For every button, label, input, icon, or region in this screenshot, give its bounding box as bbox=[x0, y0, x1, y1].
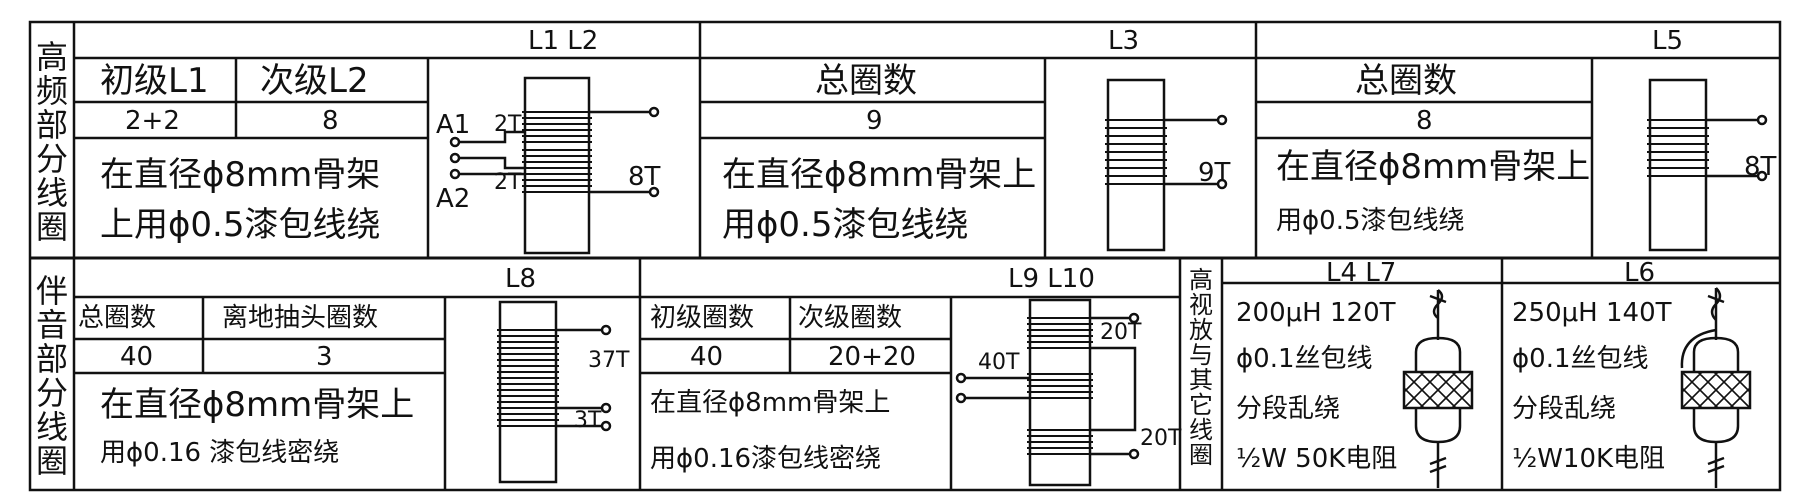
label-a2: A2 bbox=[436, 184, 471, 214]
col-total-l3: 总圈数 bbox=[815, 61, 917, 101]
side-label-hf: 高频 部分 线圈 bbox=[35, 38, 68, 246]
col-primary-l1: 初级L1 bbox=[100, 61, 209, 101]
header-l1l2: L1 L2 bbox=[528, 26, 599, 56]
turns-sec-top-l10: 20T bbox=[1100, 320, 1142, 345]
header-l5: L5 bbox=[1652, 26, 1684, 56]
note-l5-line1: 在直径ϕ8mm骨架上 bbox=[1276, 147, 1591, 187]
side-label-video: 高视 放与 其它 线圈 bbox=[1189, 266, 1213, 469]
turns-l3: 9T bbox=[1198, 158, 1231, 188]
val-primary-l1: 2+2 bbox=[125, 106, 180, 136]
header-l4l7: L4 L7 bbox=[1326, 258, 1397, 288]
note-l1l2-line2: 上用ϕ0.5漆包线绕 bbox=[100, 205, 381, 245]
header-l6: L6 bbox=[1624, 258, 1656, 288]
note-l8-line1: 在直径ϕ8mm骨架上 bbox=[100, 385, 415, 425]
col-secondary-l10: 次级圈数 bbox=[798, 303, 903, 333]
turns-bottom-l8: 3T bbox=[574, 408, 602, 433]
val-secondary-l2: 8 bbox=[322, 106, 339, 136]
l4l7-line3: 分段乱绕 bbox=[1236, 394, 1341, 424]
l4l7-line1: 200μH 120T bbox=[1236, 298, 1396, 328]
coil-diagram-l3 bbox=[1105, 78, 1228, 252]
l6-line4: ½W10K电阻 bbox=[1512, 444, 1666, 474]
turns-a1: 2T bbox=[494, 112, 522, 137]
turns-sec-bottom-l10: 20T bbox=[1140, 426, 1182, 451]
note-l1l2-line1: 在直径ϕ8mm骨架 bbox=[100, 155, 381, 195]
l6-line1: 250μH 140T bbox=[1512, 298, 1672, 328]
val-primary-l9: 40 bbox=[690, 342, 724, 372]
col-total-l8: 总圈数 bbox=[78, 303, 157, 333]
resistor-coil-l4l7 bbox=[1402, 289, 1474, 488]
coil-diagram-l1l2 bbox=[449, 76, 660, 255]
note-l9l10-line2: 用ϕ0.16漆包线密绕 bbox=[650, 444, 882, 474]
turns-primary-l9: 40T bbox=[978, 350, 1020, 375]
header-l3: L3 bbox=[1108, 26, 1140, 56]
l4l7-line2: ϕ0.1丝包线 bbox=[1236, 344, 1373, 374]
note-l9l10-line1: 在直径ϕ8mm骨架上 bbox=[650, 388, 891, 418]
side-label-audio: 伴音 部分 线圈 bbox=[35, 272, 68, 480]
turns-l5: 8T bbox=[1744, 152, 1777, 182]
coil-diagram-l9l10 bbox=[955, 298, 1140, 487]
turns-a2: 2T bbox=[494, 170, 522, 195]
table-frame bbox=[28, 20, 1782, 492]
col-total-l5: 总圈数 bbox=[1355, 61, 1457, 101]
turns-sec-l2: 8T bbox=[628, 162, 661, 192]
coil-diagram-l8 bbox=[497, 300, 612, 484]
val-tap-l8: 3 bbox=[316, 342, 333, 372]
coil-diagram-l5 bbox=[1647, 78, 1768, 252]
header-l9l10: L9 L10 bbox=[1008, 264, 1095, 294]
label-a1: A1 bbox=[436, 110, 471, 140]
note-l8-line2: 用ϕ0.16 漆包线密绕 bbox=[100, 438, 340, 468]
header-l8: L8 bbox=[505, 264, 537, 294]
val-secondary-l10: 20+20 bbox=[828, 342, 916, 372]
l4l7-line4: ½W 50K电阻 bbox=[1236, 444, 1398, 474]
l6-line2: ϕ0.1丝包线 bbox=[1512, 344, 1649, 374]
val-total-l5: 8 bbox=[1416, 106, 1433, 136]
note-l3-line1: 在直径ϕ8mm骨架上 bbox=[722, 155, 1037, 195]
note-l3-line2: 用ϕ0.5漆包线绕 bbox=[722, 205, 969, 245]
col-secondary-l2: 次级L2 bbox=[260, 61, 369, 101]
turns-top-l8: 37T bbox=[588, 348, 630, 373]
val-total-l3: 9 bbox=[866, 106, 883, 136]
val-total-l8: 40 bbox=[120, 342, 154, 372]
col-primary-l9: 初级圈数 bbox=[650, 303, 755, 333]
col-tap-l8: 离地抽头圈数 bbox=[222, 303, 379, 333]
resistor-coil-l6 bbox=[1680, 287, 1752, 488]
l6-line3: 分段乱绕 bbox=[1512, 394, 1617, 424]
note-l5-line2: 用ϕ0.5漆包线绕 bbox=[1276, 206, 1465, 236]
